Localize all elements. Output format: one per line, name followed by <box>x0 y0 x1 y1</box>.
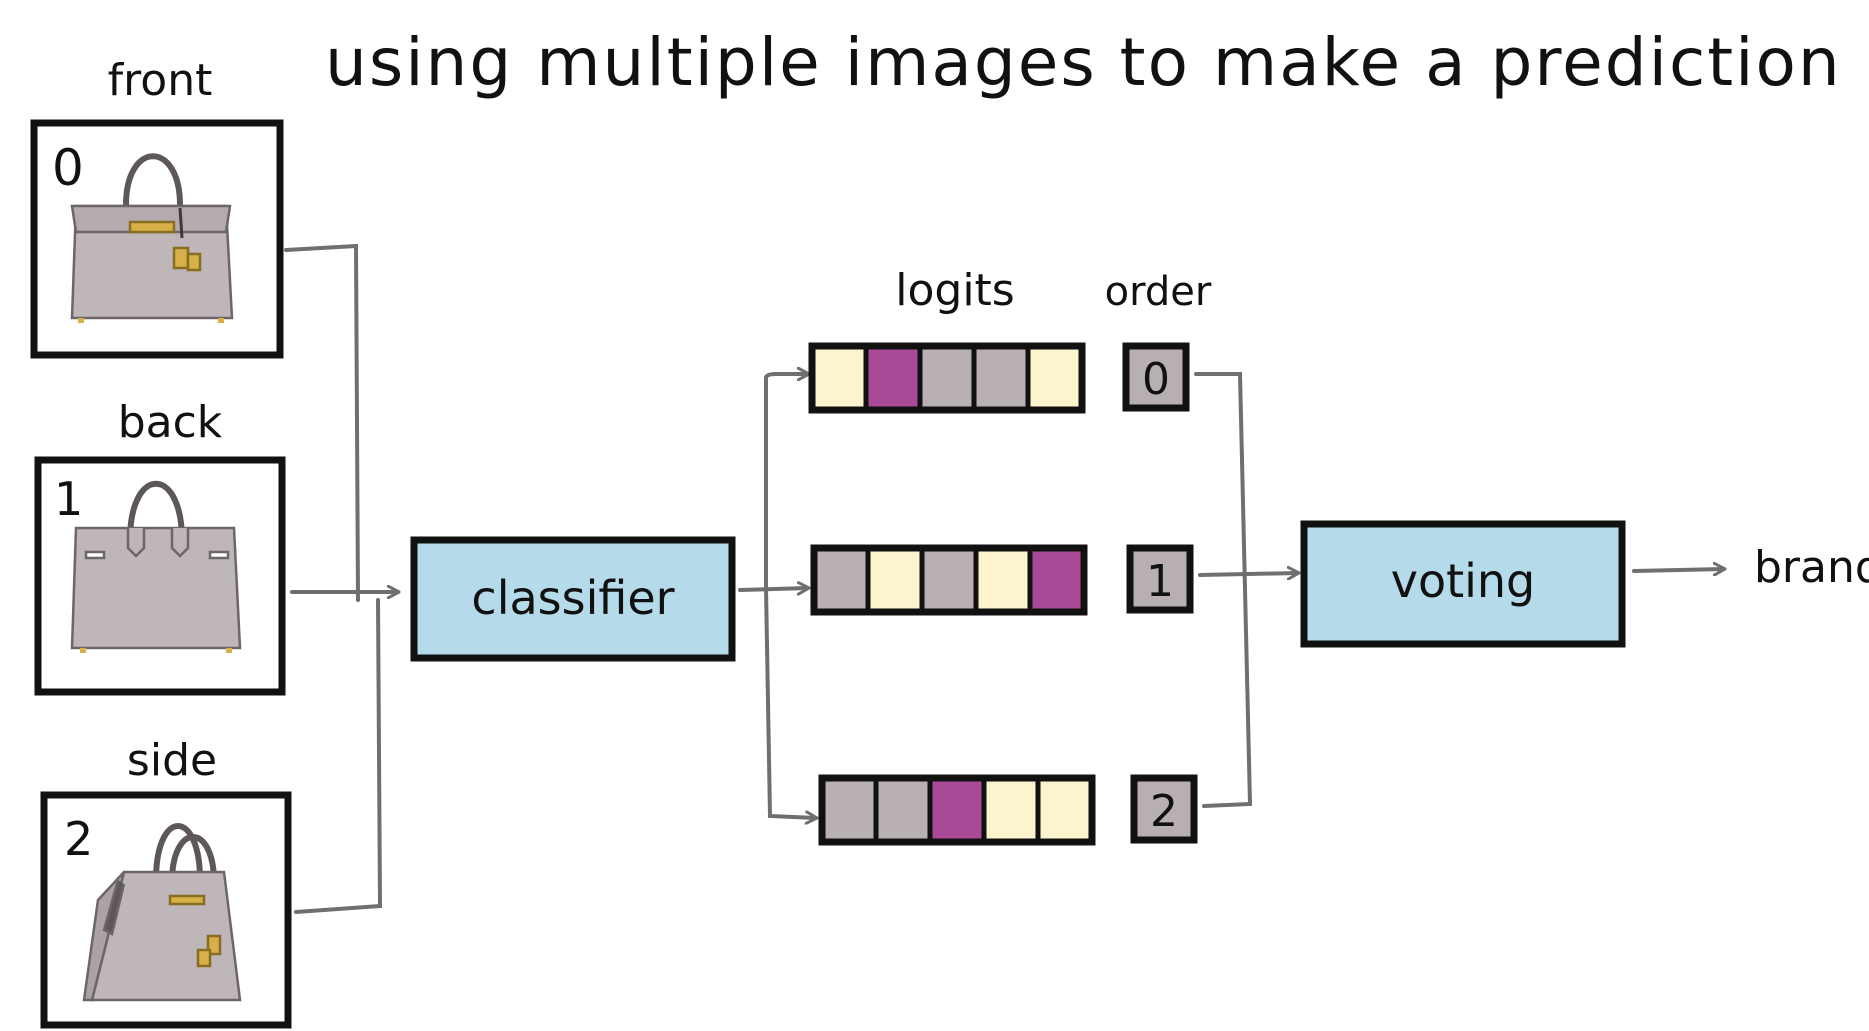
connector-front <box>284 243 360 602</box>
classifier-to-logits <box>738 374 816 818</box>
view-label-front: front <box>108 55 213 106</box>
logit-vector-row <box>818 774 1096 846</box>
logit-vector-outline <box>808 342 1086 414</box>
logit-cell <box>927 775 987 845</box>
view-index-side: 2 <box>64 812 93 866</box>
classifier-block: classifier <box>410 536 736 662</box>
logit-cell <box>973 545 1033 615</box>
diagram-title: using multiple images to make a predicti… <box>325 24 1842 101</box>
logit-vectors <box>808 342 1096 846</box>
logit-cell <box>865 545 925 615</box>
handbag-front-icon <box>70 153 234 323</box>
order-box-frame <box>1130 774 1198 844</box>
order-boxes: 0 1 2 <box>1122 342 1198 844</box>
logit-vector-outline <box>818 774 1096 846</box>
logit-cell <box>971 343 1031 413</box>
voting-label: voting <box>1391 554 1536 608</box>
order-box: 0 <box>1122 342 1190 412</box>
view-label-side: side <box>127 735 217 786</box>
voting-block: voting <box>1300 520 1626 648</box>
logit-cell <box>809 343 869 413</box>
logit-cell <box>917 343 977 413</box>
order-index-label: 2 <box>1150 786 1178 837</box>
order-box: 1 <box>1126 544 1194 614</box>
view-front: front 0 <box>30 55 284 359</box>
order-box: 2 <box>1130 774 1198 844</box>
view-index-back: 1 <box>54 472 83 526</box>
logit-cell <box>1027 545 1087 615</box>
order-box-frame <box>1122 342 1190 412</box>
logit-cell <box>819 775 879 845</box>
logit-cell <box>811 545 871 615</box>
handbag-back-icon <box>70 481 242 653</box>
handbag-side-icon <box>82 823 242 1002</box>
view-side: side 2 <box>40 735 292 1029</box>
order-index-label: 0 <box>1142 354 1170 405</box>
view-back: back 1 <box>34 397 286 696</box>
order-index-label: 1 <box>1146 556 1174 607</box>
logit-cell <box>1025 343 1085 413</box>
order-box-frame <box>1126 544 1194 614</box>
logit-cell <box>1035 775 1095 845</box>
voting-to-output-arrow <box>1632 569 1724 571</box>
logit-cell <box>981 775 1041 845</box>
connector-side <box>294 598 383 914</box>
logit-cell <box>873 775 933 845</box>
logit-vector-outline <box>810 544 1088 616</box>
order-to-voting <box>1194 372 1298 808</box>
logit-vector-row <box>810 544 1088 616</box>
logit-cell <box>863 343 923 413</box>
logit-vector-row <box>808 342 1086 414</box>
order-header: order <box>1105 269 1212 315</box>
classifier-label: classifier <box>471 571 674 625</box>
input-connectors <box>284 243 398 914</box>
logits-header: logits <box>895 265 1014 316</box>
output-label: brand <box>1754 542 1869 593</box>
logit-cell <box>919 545 979 615</box>
view-label-back: back <box>118 397 223 448</box>
view-index-front: 0 <box>52 139 84 197</box>
